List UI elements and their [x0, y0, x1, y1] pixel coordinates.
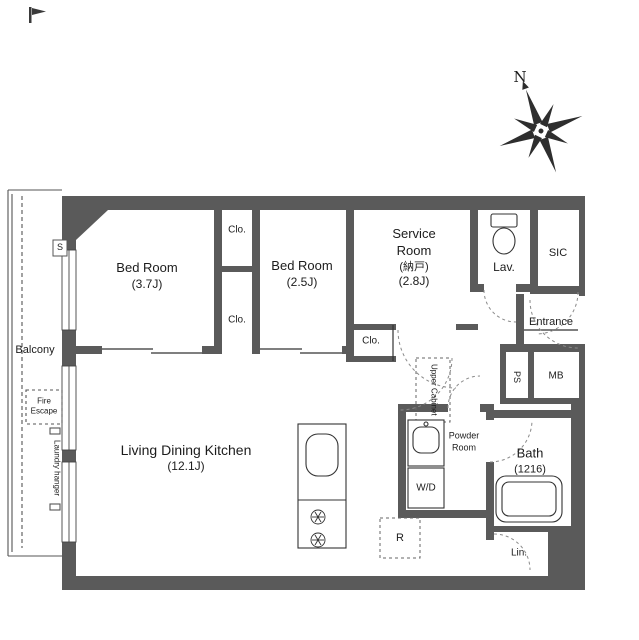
room-label-upper-cabinet: Upper Cabinet: [429, 364, 439, 416]
room-label-sic: SIC: [548, 246, 568, 259]
powder-name2: Room: [451, 442, 477, 452]
room-label-service: Service Room (納戸) (2.8J): [392, 226, 435, 290]
bedroom2-name: Bed Room: [271, 257, 333, 273]
balcony-outline: [7, 189, 63, 557]
north-arrow-icon: [522, 81, 529, 90]
compass-rose-icon: N: [499, 68, 583, 173]
bedroom1-size: (3.7J): [131, 276, 163, 291]
walls: [62, 196, 585, 590]
room-label-bedroom2: Bed Room (2.5J): [271, 258, 332, 290]
detail-lines: [102, 325, 578, 361]
fire-escape-line2: Escape: [30, 407, 58, 416]
room-label-powder: Powder Room: [449, 430, 480, 453]
room-label-wd: W/D: [416, 482, 436, 494]
fire-escape-hatch-icon: [25, 389, 63, 425]
room-label-bedroom1: Bed Room (3.7J): [116, 260, 177, 292]
service-name1: Service: [392, 226, 436, 242]
powder-name1: Powder: [448, 430, 480, 441]
shutter-box-icon: [52, 239, 68, 257]
logo-flag-icon: [29, 7, 46, 23]
stove-burner-icon: [310, 509, 326, 525]
laundry-hook-icon: [49, 427, 61, 435]
room-label-mb: MB: [548, 370, 564, 382]
room-label-ldk: Living Dining Kitchen (12.1J): [121, 441, 252, 475]
room-label-fridge: R: [396, 531, 404, 544]
bedroom2-size: (2.5J): [286, 274, 318, 289]
toilet-icon: [490, 213, 518, 255]
sink-icon: [305, 433, 339, 477]
room-label-entrance: Entrance: [528, 315, 574, 328]
washer-dryer-box-icon: [407, 467, 445, 509]
kitchen-counter-icon: [297, 423, 347, 549]
laundry-hook-icon: [49, 503, 61, 511]
refrigerator-box-icon: [379, 517, 421, 559]
fire-escape-line1: Fire: [37, 396, 51, 406]
fire-escape-label: Fire Escape: [31, 397, 58, 418]
service-size: (2.8J): [398, 274, 430, 289]
room-label-closet-bottom: Clo.: [228, 314, 246, 326]
room-label-bath: Bath (1216): [514, 445, 546, 476]
room-label-closet-top: Clo.: [228, 224, 246, 236]
room-label-ps: PS: [511, 370, 522, 384]
ldk-size: (12.1J): [167, 459, 205, 474]
room-label-balcony: Balcony: [15, 343, 55, 356]
ldk-name: Living Dining Kitchen: [120, 442, 252, 459]
service-sub: (納戸): [399, 260, 429, 273]
bath-name: Bath: [516, 445, 544, 461]
stove-burner-icon: [310, 532, 326, 548]
window-icon: [61, 249, 77, 543]
shutter-label: S: [56, 242, 64, 253]
fixtures: [297, 213, 563, 549]
compass-north-label: N: [513, 68, 526, 86]
bedroom1-name: Bed Room: [116, 259, 178, 275]
service-name2: Room: [396, 243, 432, 259]
bathtub-icon: [495, 475, 563, 523]
room-label-closet-service: Clo.: [362, 335, 380, 347]
washbasin-icon: [407, 419, 445, 467]
room-label-lav: Lav.: [493, 260, 515, 275]
room-label-lin: Lin.: [510, 547, 528, 559]
bath-size: (1216): [514, 463, 546, 476]
laundry-hanger-label: Laundry hanger: [52, 439, 62, 497]
door-swing-arcs: [397, 289, 579, 571]
